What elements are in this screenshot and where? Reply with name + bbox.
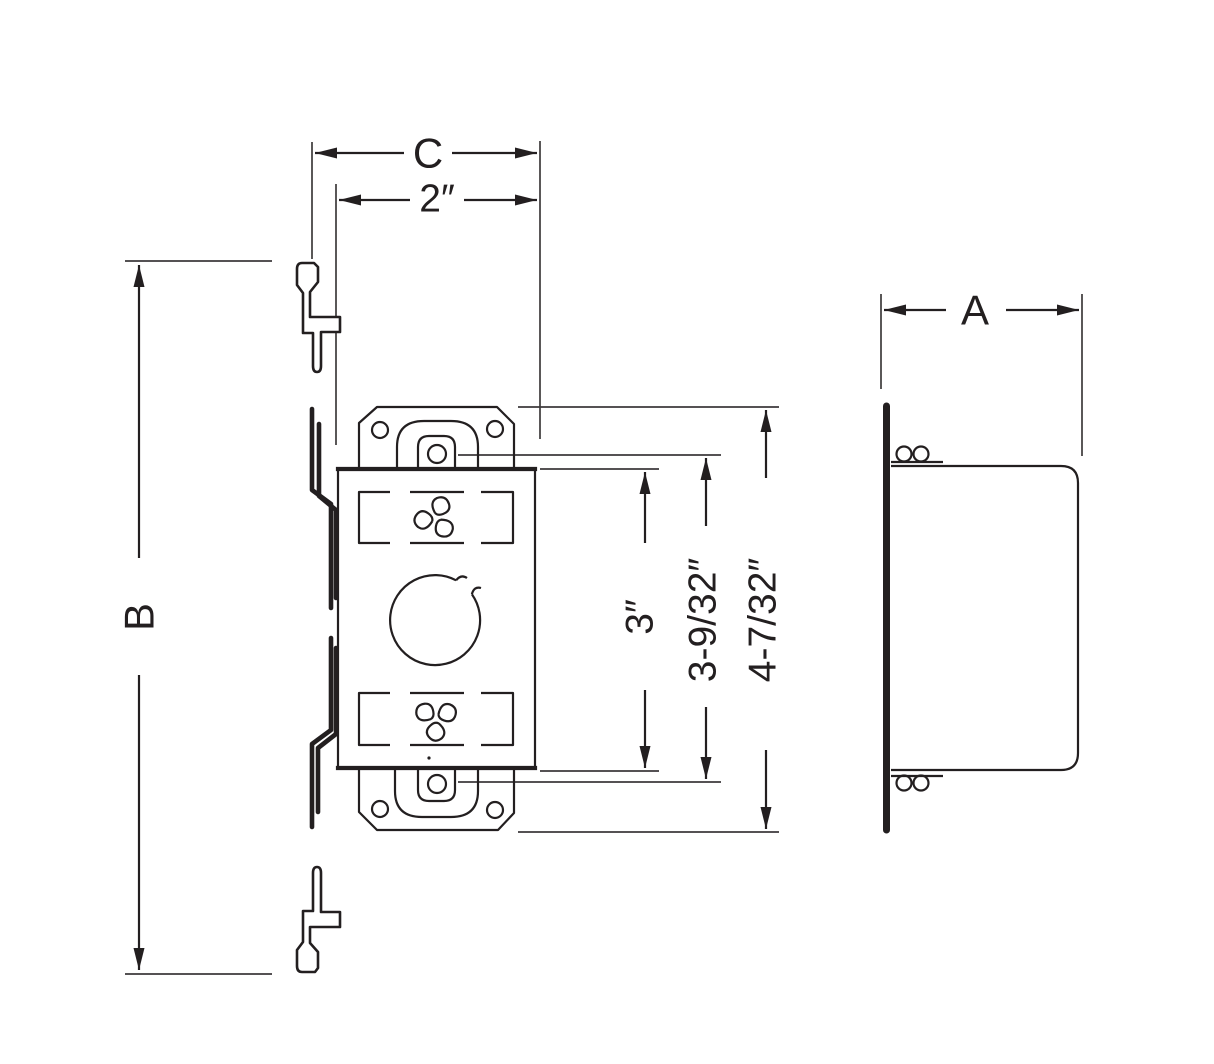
spring-clip-strip (309, 635, 334, 830)
bracket-hole (485, 800, 505, 820)
bracket-hole (485, 419, 505, 439)
upper-knockout (357, 490, 515, 545)
pry-slot-curl (470, 586, 482, 595)
mounting-screw-hole (426, 443, 448, 465)
clamp-screw-head (912, 445, 930, 463)
center-punch-mark (427, 756, 431, 760)
clamp-screw-head (895, 774, 913, 792)
twist-lobe (425, 721, 446, 742)
dim-label-screw-spacing: 3-9/32″ (682, 558, 725, 683)
dimension-bracket-height: 4-7/32″ (742, 410, 785, 829)
dimension-screw-spacing: 3-9/32″ (682, 458, 725, 779)
clamp-screw-head (895, 445, 913, 463)
bracket-hole (370, 420, 390, 440)
twist-lobe (434, 518, 454, 538)
pry-slot-curl (455, 575, 468, 582)
bracket-arch (395, 419, 480, 469)
dim-label-c: C (413, 130, 443, 177)
knockout-corner-right (481, 490, 515, 545)
box-side-outline (891, 464, 1080, 772)
bracket-arch (393, 769, 480, 819)
box-body (335, 466, 538, 771)
lower-knockout (357, 691, 515, 747)
twist-lobe (437, 702, 458, 723)
dim-label-box-width: 2″ (419, 178, 455, 221)
dim-label-b: B (116, 603, 163, 631)
dim-label-bracket-height: 4-7/32″ (742, 558, 785, 683)
dimension-box-width: 2″ (339, 178, 537, 221)
knockout-corner-right (481, 691, 515, 747)
dimension-box-height: 3″ (619, 472, 662, 768)
round-knockout (389, 574, 482, 667)
clamp-screw-head (912, 774, 930, 792)
plate-clip-profiles (295, 261, 342, 974)
knockout-circle (389, 574, 482, 667)
twist-lobe (413, 510, 434, 530)
spring-clip-strip (316, 421, 339, 601)
dimension-a: A (884, 287, 1079, 334)
twist-lobe (415, 702, 435, 722)
twist-tab-symbol (415, 702, 458, 742)
spring-clip-strip (315, 645, 339, 815)
plate-bottom-hook (295, 865, 342, 974)
top-mounting-bracket (357, 405, 516, 469)
bottom-mounting-bracket (357, 769, 516, 832)
extension-lines (125, 141, 1083, 975)
screw-boss (416, 769, 457, 803)
dim-label-box-height: 3″ (619, 599, 662, 635)
bracket-plate-outline (357, 405, 516, 469)
side-view (883, 402, 1080, 834)
spring-clip-strip (309, 406, 334, 611)
dimension-b: B (116, 265, 163, 970)
dim-label-a: A (961, 287, 989, 334)
bracket-plate-outline (357, 769, 516, 832)
twist-lobe (431, 496, 451, 516)
mounting-screw-hole (426, 773, 448, 795)
knockout-corner-left (357, 691, 390, 747)
twist-tab-symbol (413, 496, 454, 538)
knockout-corner-left (357, 490, 390, 545)
front-view (295, 261, 538, 974)
screw-boss (416, 434, 457, 469)
bracket-hole (370, 799, 390, 819)
plate-lower-spring-clip (309, 635, 339, 830)
plate-upper-spring-clip (309, 406, 339, 611)
dimension-c: C (315, 130, 537, 177)
plate-top-hook (295, 261, 342, 374)
